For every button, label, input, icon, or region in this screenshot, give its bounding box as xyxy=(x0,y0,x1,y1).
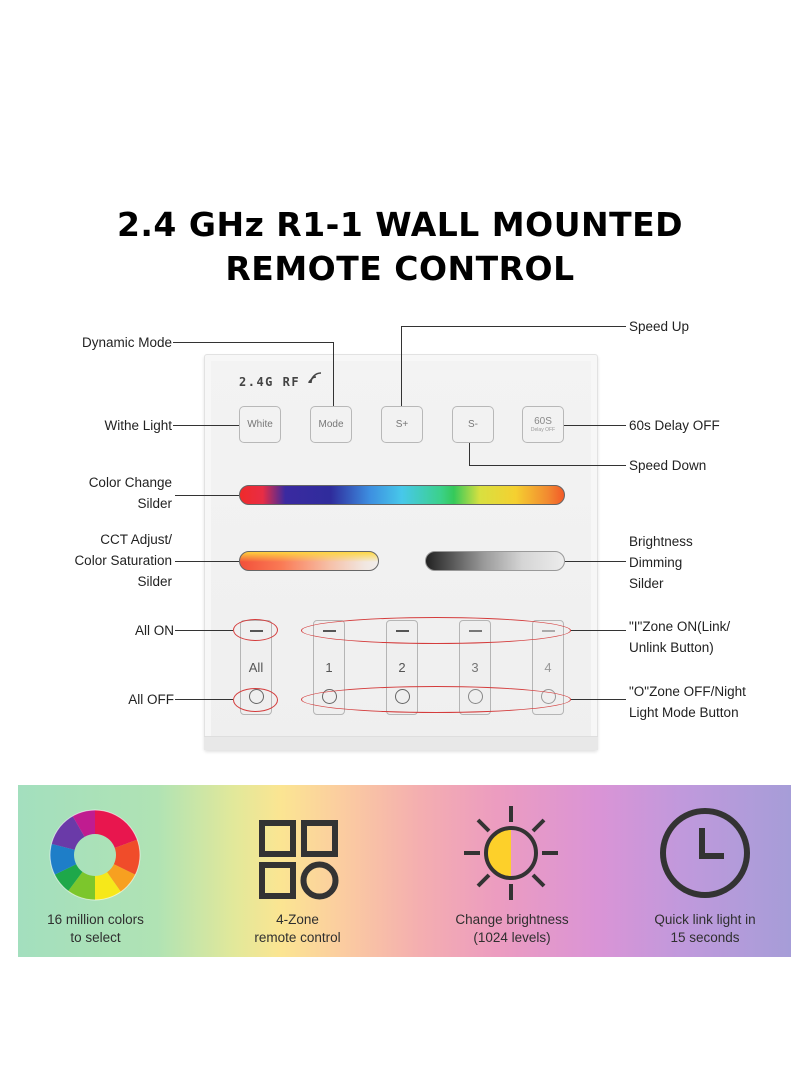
zone-off-label-1: "O"Zone OFF/Night xyxy=(629,684,746,699)
wireless-signal-icon xyxy=(308,372,322,384)
zone-off-label-2: Light Mode Button xyxy=(629,705,739,720)
cct-label-2: Color Saturation xyxy=(74,553,172,568)
zone-off-highlight xyxy=(301,686,571,713)
zone-1-label: 1 xyxy=(325,660,333,675)
all-off-highlight xyxy=(233,688,278,712)
white-button[interactable]: White xyxy=(239,406,281,443)
color-change-label-1: Color Change xyxy=(88,475,172,490)
speed-up-label: Speed Up xyxy=(629,319,690,334)
callout-line xyxy=(565,561,626,562)
zone-4-label: 4 xyxy=(544,660,552,675)
zone-on-highlight xyxy=(301,617,571,644)
callout-line xyxy=(469,465,626,466)
feature-quick-link: Quick link light in 15 seconds xyxy=(625,911,785,947)
feature-quick-link-caption-2: 15 seconds xyxy=(670,930,740,945)
rf-logo: 2.4G RF xyxy=(239,375,301,389)
brightness-label-3: Silder xyxy=(629,576,664,591)
zone-on-label-2: Unlink Button) xyxy=(629,640,714,655)
callout-line xyxy=(175,561,239,562)
all-on-highlight xyxy=(233,619,278,641)
speed-down-button-label: S- xyxy=(468,419,478,430)
clock-icon xyxy=(660,808,750,898)
four-zone-icon xyxy=(259,820,339,900)
zone-3-label: 3 xyxy=(471,660,479,675)
feature-brightness-caption-1: Change brightness xyxy=(455,912,569,927)
color-change-slider[interactable] xyxy=(239,485,565,505)
feature-zones-caption-2: remote control xyxy=(254,930,341,945)
feature-colors-caption-1: 16 million colors xyxy=(47,912,144,927)
delay-off-button-label: 60S xyxy=(534,415,552,427)
callout-line xyxy=(564,425,626,426)
zone-2-label: 2 xyxy=(398,660,406,675)
white-button-label: White xyxy=(247,419,273,430)
all-off-label: All OFF xyxy=(128,692,174,707)
callout-line xyxy=(173,425,239,426)
mode-button[interactable]: Mode xyxy=(310,406,352,443)
white-light-label: Withe Light xyxy=(104,418,172,433)
feature-band xyxy=(18,785,791,957)
speed-down-label: Speed Down xyxy=(629,458,707,473)
callout-line xyxy=(469,443,470,465)
callout-line xyxy=(571,630,626,631)
delay-off-button-sublabel: Delay OFF xyxy=(530,426,556,433)
delay-off-label: 60s Delay OFF xyxy=(629,418,720,433)
callout-line xyxy=(175,630,233,631)
callout-line xyxy=(401,326,626,327)
speed-up-button[interactable]: S+ xyxy=(381,406,423,443)
page-title-line-1: 2.4 GHz R1-1 WALL MOUNTED xyxy=(116,205,684,244)
feature-zones: 4-Zone remote control xyxy=(220,911,375,947)
cct-label-1: CCT Adjust/ xyxy=(100,532,172,547)
brightness-label-1: Brightness xyxy=(629,534,693,549)
delay-off-button[interactable]: 60S Delay OFF xyxy=(522,406,564,443)
brightness-sun-icon xyxy=(464,806,558,900)
callout-line xyxy=(175,495,239,496)
feature-brightness: Change brightness (1024 levels) xyxy=(432,911,592,947)
callout-line xyxy=(333,342,334,406)
callout-line xyxy=(175,699,233,700)
dynamic-mode-label: Dynamic Mode xyxy=(81,335,172,350)
zone-on-label-1: "I"Zone ON(Link/ xyxy=(629,619,731,634)
zone-all-label: All xyxy=(248,660,264,675)
brightness-slider[interactable] xyxy=(425,551,565,571)
brightness-label-2: Dimming xyxy=(629,555,683,570)
callout-line xyxy=(401,326,402,406)
cct-label-3: Silder xyxy=(137,574,172,589)
color-change-label-2: Silder xyxy=(137,496,172,511)
feature-quick-link-caption-1: Quick link light in xyxy=(654,912,756,927)
remote-panel-edge xyxy=(204,736,598,750)
feature-colors: 16 million colors to select xyxy=(18,911,173,947)
mode-button-label: Mode xyxy=(318,419,344,430)
callout-line xyxy=(173,342,334,343)
all-on-label: All ON xyxy=(134,623,174,638)
feature-brightness-caption-2: (1024 levels) xyxy=(473,930,551,945)
speed-down-button[interactable]: S- xyxy=(452,406,494,443)
feature-colors-caption-2: to select xyxy=(70,930,121,945)
page-title-line-2: REMOTE CONTROL xyxy=(225,249,575,288)
cct-saturation-slider[interactable] xyxy=(239,551,379,571)
speed-up-button-label: S+ xyxy=(395,419,409,430)
feature-zones-caption-1: 4-Zone xyxy=(276,912,319,927)
callout-line xyxy=(571,699,626,700)
color-wheel-icon xyxy=(49,809,141,901)
